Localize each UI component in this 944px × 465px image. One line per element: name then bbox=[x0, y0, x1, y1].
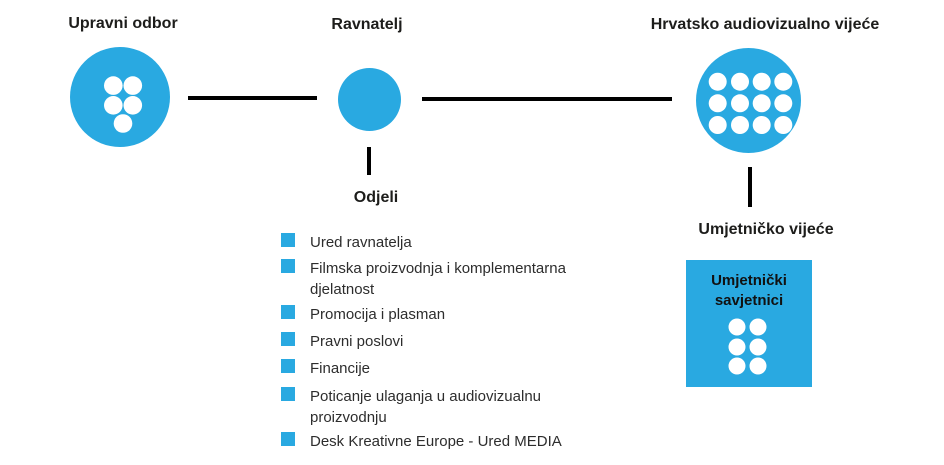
department-item: Ured ravnatelja bbox=[281, 232, 584, 253]
director-node bbox=[338, 68, 401, 131]
department-item: Desk Kreativne Europe - Ured MEDIA bbox=[281, 431, 584, 452]
advisors-label-line2: savjetnici bbox=[714, 292, 784, 309]
bullet-square-icon bbox=[281, 387, 295, 401]
bullet-square-icon bbox=[281, 332, 295, 346]
department-item: Financije bbox=[281, 358, 584, 379]
department-label: Poticanje ulaganja u audiovizualnu proiz… bbox=[310, 388, 542, 426]
advisors-label: Umjetnički savjetnici bbox=[686, 271, 812, 311]
board-label: Upravni odbor bbox=[68, 15, 178, 32]
connector-director-departments bbox=[367, 147, 371, 175]
director-label: Ravnatelj bbox=[331, 16, 403, 33]
people-dots-6-icon bbox=[728, 318, 767, 375]
bullet-square-icon bbox=[281, 305, 295, 319]
department-label: Financije bbox=[310, 360, 371, 377]
department-label: Filmska proizvodnja i komplementarna dje… bbox=[310, 260, 566, 298]
bullet-square-icon bbox=[281, 359, 295, 373]
department-label: Desk Kreativne Europe - Ured MEDIA bbox=[310, 433, 562, 450]
departments-title: Odjeli bbox=[353, 189, 399, 206]
council-label: Hrvatsko audiovizualno vijeće bbox=[650, 16, 880, 33]
bullet-square-icon bbox=[281, 233, 295, 247]
department-item: Pravni poslovi bbox=[281, 331, 584, 352]
department-item: Promocija i plasman bbox=[281, 304, 584, 325]
connector-director-council bbox=[422, 97, 672, 101]
bullet-square-icon bbox=[281, 259, 295, 273]
advisors-label-line1: Umjetnički bbox=[711, 272, 787, 289]
department-item: Filmska proizvodnja i komplementarna dje… bbox=[281, 258, 584, 300]
council-node bbox=[696, 48, 801, 153]
people-dots-5-icon bbox=[104, 76, 143, 133]
board-node bbox=[70, 47, 170, 147]
department-item: Poticanje ulaganja u audiovizualnu proiz… bbox=[281, 386, 584, 428]
artistic-council-label: Umjetničko vijeće bbox=[698, 221, 834, 238]
connector-board-director bbox=[188, 96, 317, 100]
bullet-square-icon bbox=[281, 432, 295, 446]
department-label: Ured ravnatelja bbox=[310, 234, 412, 251]
connector-council-artistic bbox=[748, 167, 752, 207]
people-dots-12-icon bbox=[708, 72, 793, 134]
advisors-node: Umjetnički savjetnici bbox=[686, 260, 812, 387]
department-label: Pravni poslovi bbox=[310, 333, 404, 350]
department-label: Promocija i plasman bbox=[310, 306, 446, 323]
